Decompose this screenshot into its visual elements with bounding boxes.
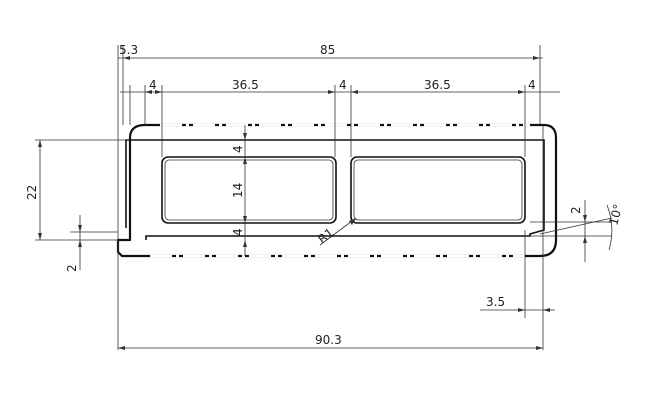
dim-lip-thickness: 2 xyxy=(65,264,79,272)
dim-angle: 10° xyxy=(606,203,625,227)
extension-lines xyxy=(35,45,612,350)
cell-left xyxy=(161,156,337,224)
dim-wall-bottom-v: 4 xyxy=(231,228,245,236)
dim-wall-left: 4 xyxy=(149,78,157,92)
dim-right-lip-thickness: 2 xyxy=(569,206,583,214)
dim-overall-width-top: 85 xyxy=(320,43,335,57)
dim-overall-width-bottom: 90.3 xyxy=(315,333,342,347)
dimension-lines xyxy=(38,56,613,350)
dim-lip-offset: 5.3 xyxy=(119,43,138,57)
dim-radius: R1 xyxy=(315,225,336,246)
cell-right xyxy=(350,156,526,224)
dim-cell-left: 36.5 xyxy=(232,78,259,92)
dim-cell-right: 36.5 xyxy=(424,78,451,92)
dim-wall-middle: 4 xyxy=(339,78,347,92)
dim-wall-top-v: 4 xyxy=(231,145,245,153)
dim-wall-right: 4 xyxy=(528,78,536,92)
dim-cell-height: 14 xyxy=(231,183,245,198)
dimension-labels: 5.3 85 4 36.5 4 36.5 4 22 4 14 4 2 2 10°… xyxy=(25,43,625,347)
profile-outline xyxy=(116,123,558,258)
dim-right-offset: 3.5 xyxy=(486,295,505,309)
dim-height-total: 22 xyxy=(25,185,39,200)
